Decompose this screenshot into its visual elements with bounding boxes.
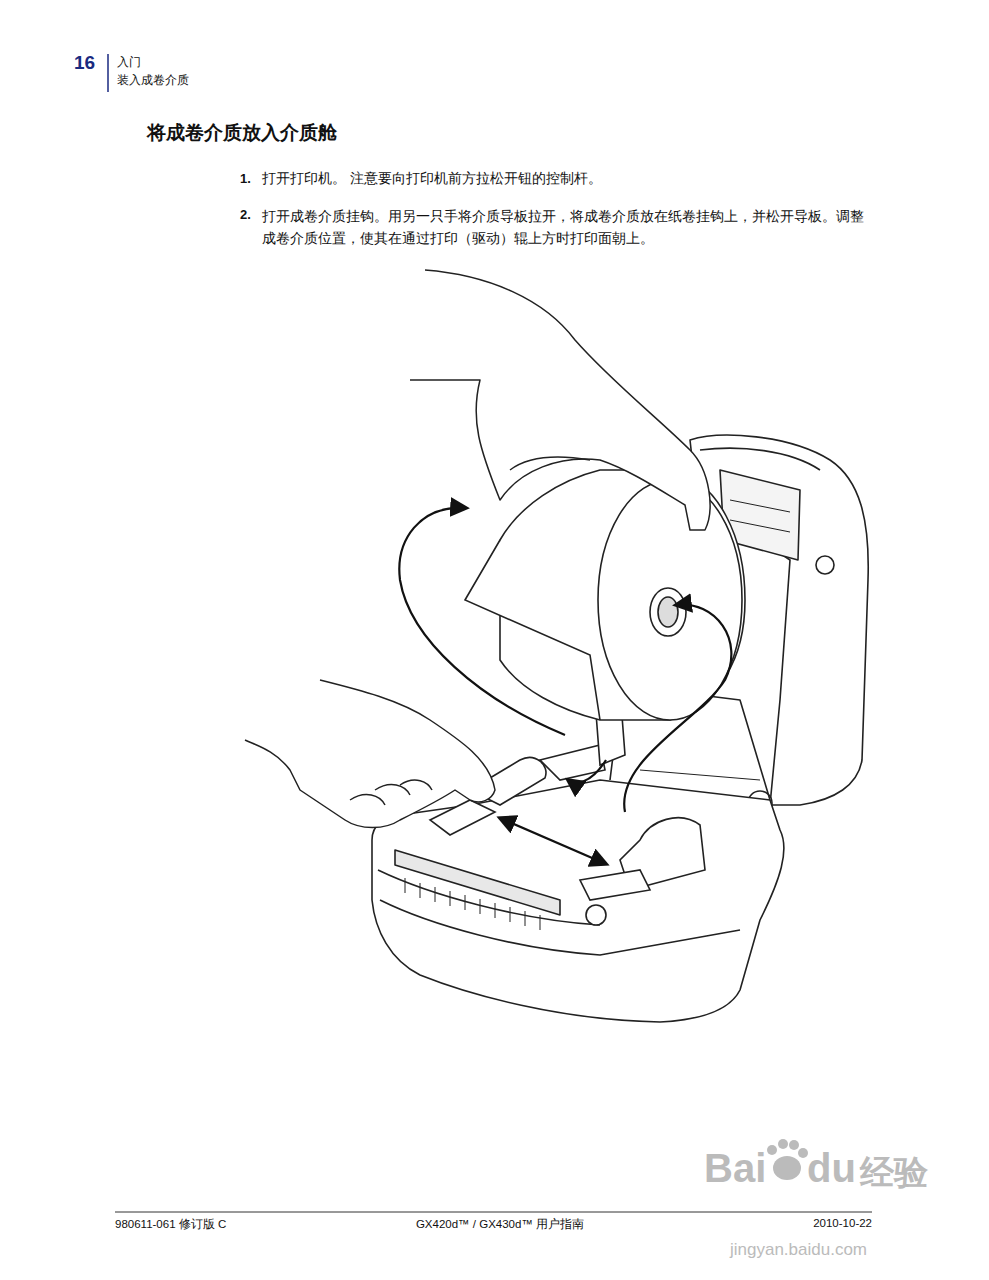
chapter-name: 入门: [117, 54, 141, 71]
line-art: [798, 1148, 808, 1158]
step-number: 1.: [240, 171, 251, 186]
footer-doc-number: 980611-061 修订版 C: [115, 1217, 226, 1232]
page-number: 16: [74, 52, 95, 74]
line-art: [624, 605, 731, 812]
footer-manual-title: GX420d™ / GX430d™ 用户指南: [380, 1217, 620, 1232]
hands: [245, 270, 710, 828]
line-art: [399, 508, 565, 735]
line-art: [568, 760, 606, 783]
watermark: du: [807, 1146, 856, 1191]
watermark-url: jingyan.baidu.com: [730, 1240, 867, 1260]
section-name: 装入成卷介质: [117, 72, 189, 89]
line-art: [372, 780, 784, 1022]
line-art: [430, 800, 495, 835]
line-art: [405, 878, 540, 930]
line-art: [778, 1139, 788, 1149]
line-art: [580, 870, 650, 900]
line-art: [245, 680, 495, 828]
line-art: [410, 270, 710, 530]
section-title: 将成卷介质放入介质舱: [147, 120, 337, 146]
footer-rule: [115, 1212, 872, 1213]
step-text: 打开成卷介质挂钩。用另一只手将介质导板拉开，将成卷介质放在纸卷挂钩上，并松开导板…: [262, 206, 874, 250]
header-rule: [107, 54, 109, 92]
step-text: 打开打印机。 注意要向打印机前方拉松开钮的控制杆。: [262, 170, 602, 188]
printer: [372, 435, 868, 1022]
watermark-paw: [767, 1139, 808, 1180]
line-art: [730, 500, 790, 532]
line-art: [658, 597, 678, 627]
line-art: [510, 457, 590, 470]
line-art: [767, 1145, 777, 1155]
line-art: [640, 770, 760, 780]
line-art: [816, 556, 834, 574]
watermark: 经验: [860, 1150, 928, 1196]
step-number: 2.: [240, 207, 251, 222]
line-art: [395, 850, 560, 915]
line-art: [350, 780, 432, 805]
line-art: [773, 1156, 801, 1180]
line-art: [598, 480, 742, 720]
line-art: [500, 818, 606, 864]
line-art: [700, 448, 820, 470]
line-art: [586, 905, 606, 925]
motion-arrows: [399, 508, 731, 864]
line-art: [789, 1140, 799, 1150]
watermark: Bai: [704, 1146, 766, 1191]
footer-date: 2010-10-22: [760, 1217, 872, 1229]
line-art: [650, 588, 686, 636]
